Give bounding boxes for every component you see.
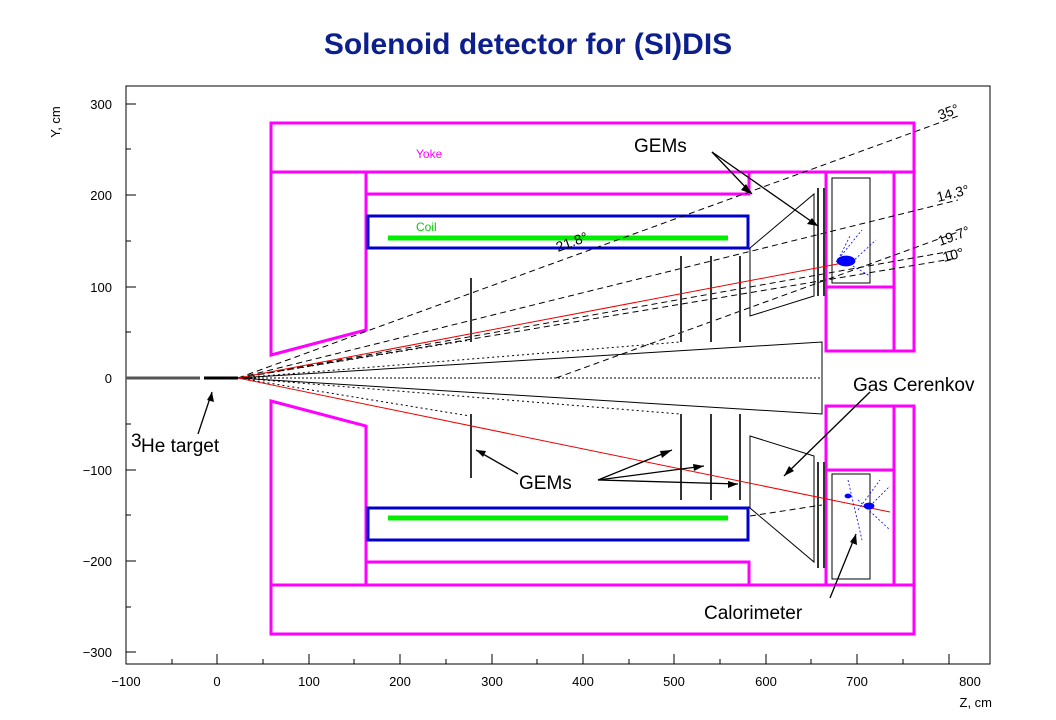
- y-tick-label: −200: [83, 554, 112, 569]
- gems-top-label: GEMs: [634, 136, 687, 157]
- coil-label: Coil: [416, 220, 437, 234]
- x-tick-label: 200: [389, 674, 411, 689]
- target-label: He target: [141, 436, 220, 457]
- x-tick-labels: −100 0 100 200 300 400 500 600 700 800: [111, 674, 981, 689]
- target-fan: [237, 339, 681, 417]
- yoke: [269, 121, 916, 636]
- y-tick-label: −300: [83, 645, 112, 660]
- x-axis: [125, 654, 950, 664]
- y-axis-label: Y, cm: [48, 106, 63, 138]
- angle-label-14: 14.3°: [935, 181, 971, 204]
- x-tick-label: 100: [298, 674, 320, 689]
- x-axis-label: Z, cm: [960, 695, 993, 710]
- y-tick-label: 0: [105, 371, 112, 386]
- page-title: Solenoid detector for (SI)DIS: [323, 28, 733, 61]
- x-tick-label: 700: [846, 674, 868, 689]
- coil: [366, 214, 750, 542]
- angle-label-19: 19.7°: [936, 223, 972, 249]
- plot-frame: [125, 85, 991, 665]
- angle-label-35: 35°: [936, 101, 961, 123]
- gas-cerenkov: [749, 192, 815, 564]
- baffle-cone: [237, 341, 823, 415]
- calorimeter: [831, 177, 871, 580]
- x-tick-label: 300: [481, 674, 503, 689]
- showers: [835, 229, 891, 541]
- target-label-superscript: 3: [131, 431, 142, 452]
- y-tick-label: −100: [83, 463, 112, 478]
- y-tick-labels: 300 200 100 0 −100 −200 −300: [83, 97, 112, 660]
- callout-arrows: [197, 151, 871, 599]
- y-tick-label: 100: [90, 280, 112, 295]
- x-tick-label: 600: [755, 674, 777, 689]
- arrow-heads: [207, 184, 857, 545]
- x-tick-label: 400: [572, 674, 594, 689]
- x-tick-label: 800: [959, 674, 981, 689]
- y-tick-label: 200: [90, 188, 112, 203]
- yoke-label: Yoke: [416, 147, 443, 161]
- x-tick-label: 0: [213, 674, 220, 689]
- angle-lines: [237, 115, 959, 517]
- gem-planes: [470, 188, 825, 568]
- x-tick-label: 500: [663, 674, 685, 689]
- x-tick-label: −100: [111, 674, 140, 689]
- calorimeter-label: Calorimeter: [704, 603, 803, 624]
- angle-label-21: 21.8°: [554, 229, 590, 255]
- tracks: [237, 261, 891, 513]
- gas-cerenkov-label: Gas Cerenkov: [853, 375, 975, 396]
- angle-label-10: 10°: [941, 244, 965, 265]
- y-tick-label: 300: [90, 97, 112, 112]
- gems-bottom-label: GEMs: [519, 473, 572, 494]
